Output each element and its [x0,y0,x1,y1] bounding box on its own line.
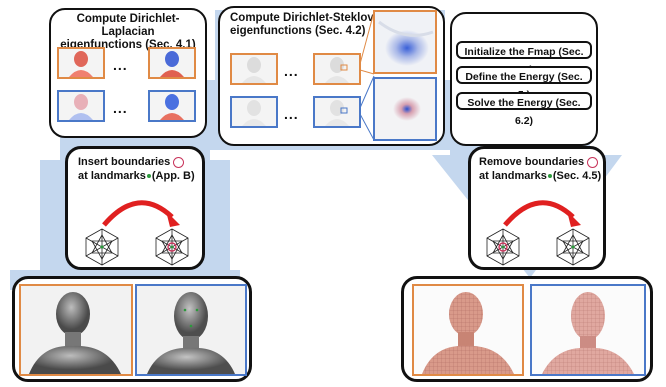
dirichlet-laplacian-panel: Compute Dirichlet-Laplacian eigenfunctio… [49,8,207,138]
eigenfunction-closeup [393,97,421,121]
remove-boundaries-panel: Remove boundaries at landmarks(Sec. 4.5) [468,146,606,270]
bust-icon [147,292,235,374]
bust-icon [160,94,184,120]
ellipsis: ... [113,100,128,116]
insert-boundaries-panel: Insert boundaries at landmarks(App. B) [65,146,205,270]
insert-boundary-illustration [85,200,189,266]
laplacian-eigenfunction-thumb [148,90,196,122]
output-meshes-panel [401,276,653,382]
define-energy-step: Define the Energy (Sec. 5.) [456,66,592,101]
zoom-lines [360,11,375,141]
dirichlet-steklov-panel: Compute Dirichlet-Steklov eigenfunctions… [218,6,445,146]
target-mesh [135,284,247,376]
source-textured-mesh [412,284,524,376]
bust-icon [422,292,514,374]
steklov-zoom-blue [373,77,437,141]
insert-boundaries-label: Insert boundaries at landmarks(App. B) [78,156,195,182]
bust-icon [160,51,184,77]
target-textured-mesh [530,284,646,376]
hexagon-mesh-icon [486,228,520,266]
steklov-zoom-orange [373,10,437,74]
bust-icon [242,100,266,126]
input-meshes-panel [12,276,252,382]
ellipsis: ... [284,63,299,79]
bust-icon [242,57,266,83]
ellipsis: ... [284,106,299,122]
solve-energy-step: Solve the Energy (Sec. 6.2) [456,92,592,127]
landmark-dot-icon [146,174,151,179]
dirichlet-laplacian-title: Compute Dirichlet-Laplacian eigenfunctio… [60,13,196,51]
boundary-ring-icon [587,156,599,168]
dirichlet-steklov-title: Compute Dirichlet-Steklov eigenfunctions… [230,12,374,37]
boundary-ring-icon [173,156,185,168]
steklov-eigenfunction-thumb [313,96,361,128]
eigenfunction-closeup [378,20,434,66]
laplacian-eigenfunction-thumb [57,90,105,122]
source-mesh [19,284,133,376]
steklov-eigenfunction-thumb [230,96,278,128]
bust-icon [542,292,634,374]
hexagon-mesh-icon [556,228,590,266]
hexagon-mesh-icon [85,228,119,266]
steklov-eigenfunction-thumb [313,53,361,85]
laplacian-eigenfunction-thumb [57,47,105,79]
bust-icon [69,51,93,77]
bust-icon [69,94,93,120]
bust-icon [325,100,349,126]
optimization-steps-panel: Initialize the Fmap (Sec. 6.1) Define th… [450,12,598,146]
initialize-fmap-step: Initialize the Fmap (Sec. 6.1) [456,41,592,76]
laplacian-eigenfunction-thumb [148,47,196,79]
landmark-dot-icon [547,174,552,179]
curved-arrow-icon [102,200,174,227]
bust-icon [29,292,121,374]
remove-boundary-illustration [486,200,590,266]
bust-icon [325,57,349,83]
hexagon-mesh-icon [155,228,189,266]
ellipsis: ... [113,57,128,73]
steklov-eigenfunction-thumb [230,53,278,85]
remove-boundaries-label: Remove boundaries at landmarks(Sec. 4.5) [479,156,602,182]
curved-arrow-icon [503,200,575,227]
